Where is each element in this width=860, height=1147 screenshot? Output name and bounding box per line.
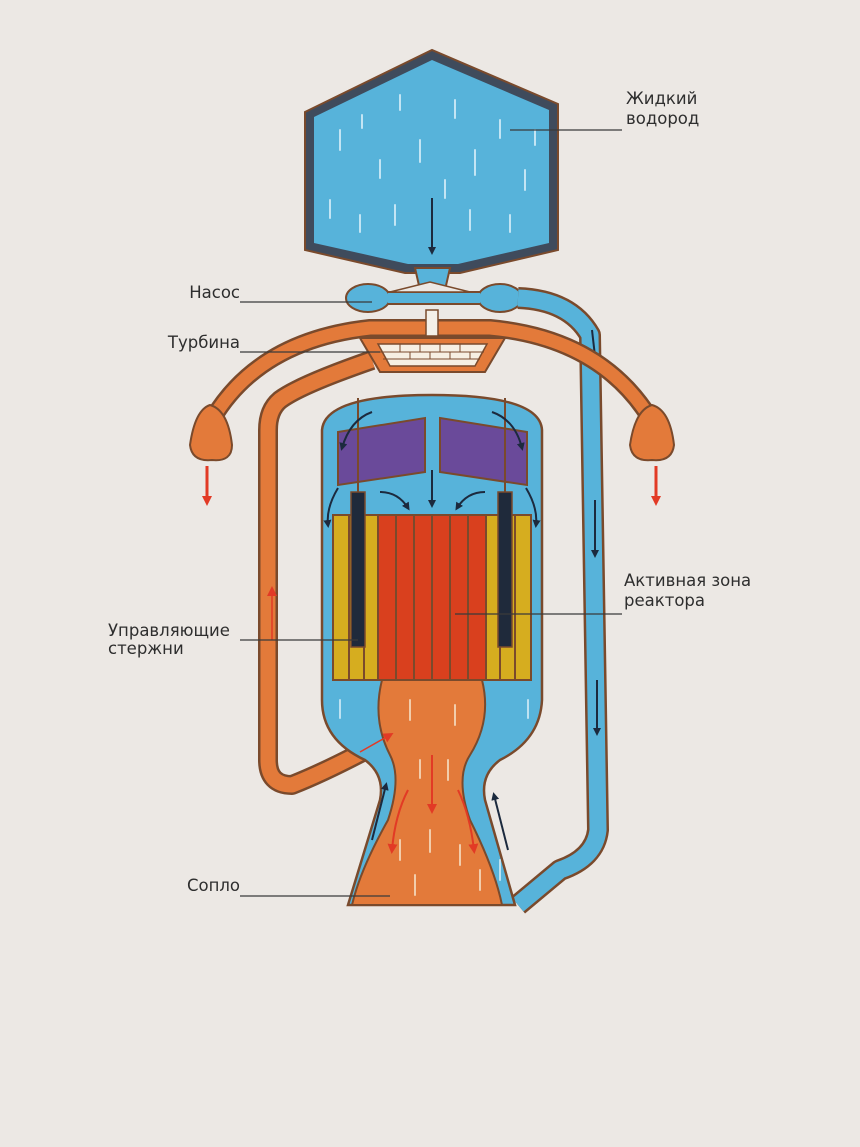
label-nozzle: Сопло [187, 876, 240, 895]
flow-arrow-icon [339, 411, 373, 451]
flow-arrow-icon [379, 491, 410, 511]
flow-arrow-icon [371, 782, 389, 841]
control-rods [350, 398, 513, 648]
flow-arrow-icon [491, 411, 525, 451]
flow-arrow-icon [455, 491, 486, 511]
label-hydrogen: Жидкий водород [626, 89, 703, 128]
flow-arrow-icon [525, 487, 541, 528]
hydrogen-tank [304, 48, 559, 274]
exhaust-arrow-icon [387, 789, 409, 854]
label-reactor-core: Активная зона реактора [624, 571, 756, 610]
flow-arrow-icon [491, 792, 509, 851]
flow-arrow-icon [323, 487, 339, 528]
label-turbine: Турбина [167, 333, 240, 352]
label-pump: Насос [189, 283, 240, 302]
nozzle [350, 679, 509, 906]
label-control-rods: Управляющие стержни [108, 621, 235, 658]
turbine-exhaust-lines [188, 319, 676, 795]
hydrogen-feed-lines [345, 267, 609, 914]
reactor-flow-arrows [323, 411, 541, 528]
leader-lines [240, 129, 622, 897]
exhaust-arrow-icon [359, 733, 394, 753]
liquid-streaks [329, 94, 536, 233]
labels: Жидкий водород Насос Турбина Активная зо… [108, 89, 756, 895]
exhaust-arrow-icon [457, 789, 479, 854]
turbine [358, 309, 507, 373]
